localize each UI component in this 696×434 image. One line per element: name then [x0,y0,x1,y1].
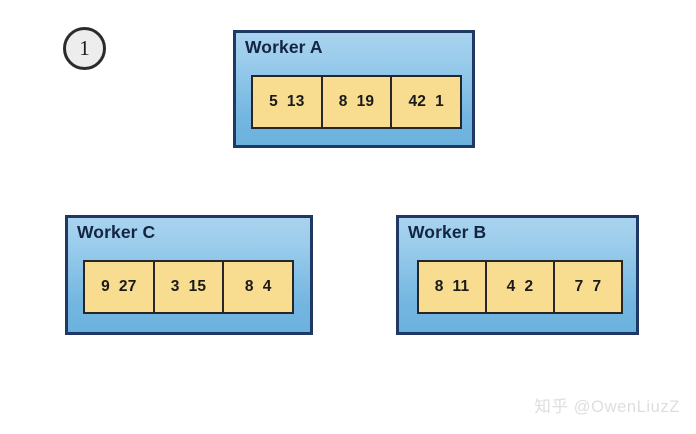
worker-box-a: Worker A 5 13 8 19 42 1 [233,30,475,148]
worker-b-cell-1: 4 2 [485,260,555,314]
worker-b-cell-2: 7 7 [553,260,623,314]
worker-c-cell-row: 9 27 3 15 8 4 [83,260,298,314]
worker-c-title: Worker C [77,222,156,242]
worker-a-title: Worker A [245,37,323,57]
worker-b-title: Worker B [408,222,487,242]
worker-box-b: Worker B 8 11 4 2 7 7 [396,215,639,335]
worker-c-cell-2: 8 4 [222,260,295,314]
worker-box-c: Worker C 9 27 3 15 8 4 [65,215,313,335]
worker-a-cell-0: 5 13 [251,75,323,129]
worker-c-cell-0: 9 27 [83,260,155,314]
watermark: 知乎 @OwenLiuzZ [534,398,680,416]
worker-a-cell-1: 8 19 [320,75,393,129]
worker-b-cell-0: 8 11 [417,260,487,314]
worker-b-cell-row: 8 11 4 2 7 7 [417,260,627,314]
step-badge: 1 [63,27,106,70]
worker-a-cell-2: 42 1 [390,75,463,129]
worker-a-cell-row: 5 13 8 19 42 1 [251,75,466,129]
step-badge-label: 1 [79,36,90,60]
worker-c-cell-1: 3 15 [152,260,225,314]
